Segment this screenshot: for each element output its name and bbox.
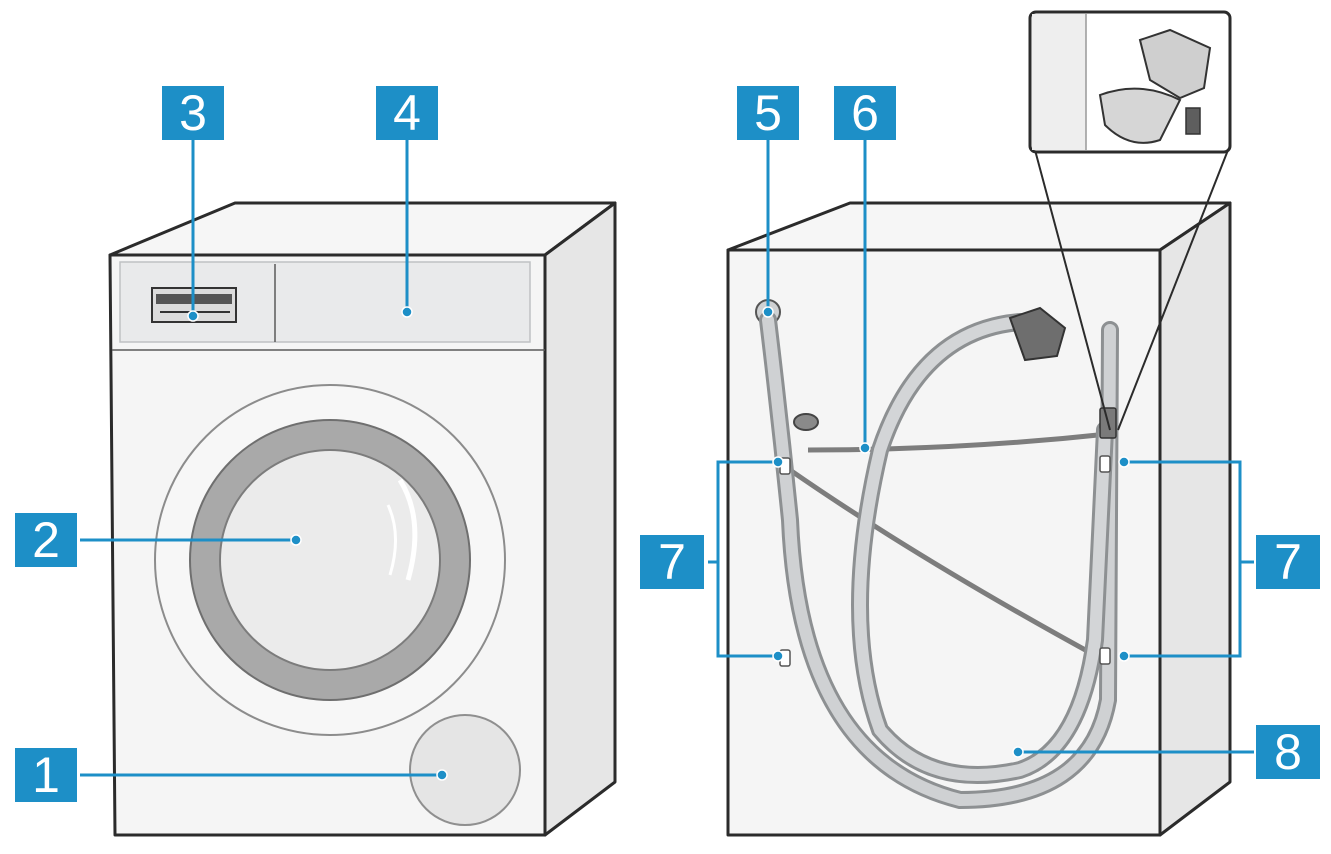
callout-7-left-label: 7 — [658, 534, 686, 590]
machine-front-top — [108, 201, 617, 257]
callout-1: 1 — [15, 747, 77, 803]
service-flap — [409, 714, 521, 826]
door — [154, 384, 506, 736]
callout-2: 2 — [15, 512, 77, 568]
callout-4: 4 — [376, 85, 438, 141]
machine-front-illustration — [108, 201, 617, 837]
callout-6-label: 6 — [851, 85, 879, 141]
leader-dots — [187, 306, 1130, 781]
callout-7-left: 7 — [640, 534, 704, 590]
leader-lines — [80, 137, 1254, 777]
callout-7-right: 7 — [1256, 534, 1320, 590]
transport-bolt — [793, 413, 819, 431]
callout-1-label: 1 — [32, 747, 60, 803]
callout-4-label: 4 — [393, 85, 421, 141]
callout-3-label: 3 — [179, 85, 207, 141]
machine-front-side — [543, 201, 617, 837]
hose-connector — [1008, 306, 1067, 362]
machine-back-top — [726, 201, 1232, 252]
callout-5: 5 — [737, 85, 799, 141]
callout-5-label: 5 — [754, 85, 782, 141]
leader-7-right — [1124, 460, 1254, 658]
callout-3: 3 — [162, 85, 224, 141]
callout-2-label: 2 — [32, 512, 60, 568]
callout-8: 8 — [1256, 724, 1320, 780]
machine-back-illustration — [726, 10, 1232, 837]
power-cord — [807, 431, 1109, 453]
callout-6: 6 — [834, 85, 896, 141]
callout-7-right-label: 7 — [1274, 534, 1302, 590]
leader-7-left — [708, 460, 778, 658]
hose-holder-detail-inset — [1028, 10, 1232, 431]
callout-8-label: 8 — [1274, 724, 1302, 780]
